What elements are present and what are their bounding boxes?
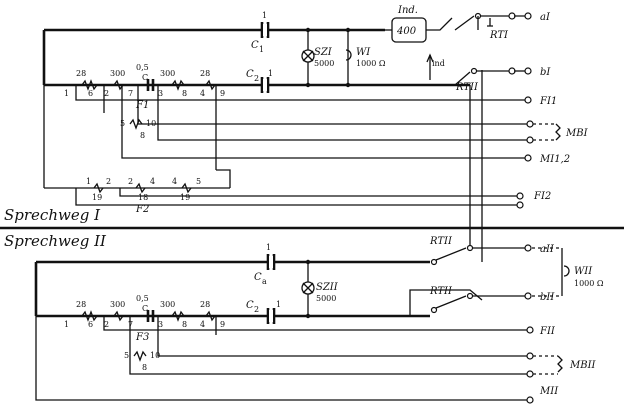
- terminal-label-m2: MII: [539, 386, 559, 397]
- terminal-label-m12: MI1,2: [539, 154, 570, 165]
- m2-t2: 10: [150, 351, 160, 360]
- terminal-label-mb1: MBI: [565, 128, 589, 139]
- terminal-label-b2: bII: [540, 292, 555, 303]
- circuit-sprechweg-2: [34, 244, 570, 404]
- f1-n1: 28: [76, 69, 86, 78]
- f2-n3: 19: [180, 193, 190, 202]
- section-label-bottom: Sprechweg II: [4, 232, 107, 250]
- terminal-label-b1: bI: [540, 67, 551, 78]
- f3-t2: 6: [88, 320, 93, 329]
- f3-n2: 300: [110, 300, 125, 309]
- terminal-label-mb2: MBII: [569, 360, 597, 371]
- f3-name-label: F3: [135, 332, 149, 343]
- m-t3: 8: [140, 131, 145, 140]
- sz2-value-label: 5000: [316, 294, 336, 303]
- f1-n2: 300: [110, 69, 125, 78]
- ca-sub-label: a: [262, 277, 267, 286]
- f2-t5: 4: [172, 177, 177, 186]
- f2-n2: 18: [138, 193, 148, 202]
- f3-t7: 8: [182, 320, 187, 329]
- f1-t9: 9: [220, 89, 225, 98]
- m2-t1: 5: [124, 351, 129, 360]
- f1-t7: 8: [182, 89, 187, 98]
- ind-value-label: 400: [396, 26, 417, 37]
- c2-sub-label: 2: [254, 74, 259, 83]
- ca-name-label: C: [254, 272, 262, 283]
- terminal-label-f2: FII: [539, 326, 556, 337]
- f1-t5: C: [142, 73, 148, 82]
- f2-name-label: F2: [135, 204, 149, 215]
- sz2-name-label: SZII: [316, 282, 339, 293]
- c2-value-label: 1: [268, 69, 273, 78]
- f2-t4: 4: [150, 177, 155, 186]
- c1-name-label: C: [251, 40, 259, 51]
- f2-t2: 2: [106, 177, 111, 186]
- c2b-name-label: C: [246, 300, 254, 311]
- ind-label: Ind.: [397, 5, 418, 16]
- terminal-label-f12: FI2: [533, 191, 551, 202]
- f3-n3: 0,5: [136, 294, 149, 303]
- f3-t9: 9: [220, 320, 225, 329]
- section-label-top: Sprechweg I: [4, 206, 101, 224]
- f1-t3: 2: [104, 89, 109, 98]
- ind-contact-label: ind: [432, 59, 445, 68]
- w-name-label: WI: [356, 47, 371, 58]
- f3-n5: 28: [200, 300, 210, 309]
- rt2-label: RTII: [455, 82, 479, 93]
- f3-n4: 300: [160, 300, 175, 309]
- f1-t2: 6: [88, 89, 93, 98]
- terminal-label-f11: FI1: [539, 96, 557, 107]
- rt2b-label: RTII: [429, 286, 453, 297]
- terminal-label-a2: aII: [540, 244, 555, 255]
- c1-sub-label: 1: [259, 45, 264, 54]
- m-t1: 5: [120, 119, 125, 128]
- f1-n3: 0,5: [136, 63, 149, 72]
- f2-n1: 19: [92, 193, 102, 202]
- rt2a-label: RTII: [429, 236, 453, 247]
- f3-t5: C: [142, 304, 148, 313]
- ca-value-label: 1: [266, 243, 271, 252]
- f1-t4: 7: [128, 89, 133, 98]
- circuit-sprechweg-1: [42, 12, 561, 248]
- c2b-sub-label: 2: [254, 305, 259, 314]
- f2-t6: 5: [196, 177, 201, 186]
- sz-name-label: SZI: [314, 47, 333, 58]
- c2b-value-label: 1: [276, 300, 281, 309]
- sz-value-label: 5000: [314, 59, 334, 68]
- c1-value-label: 1: [262, 11, 267, 20]
- w-value-label: 1000 Ω: [356, 59, 386, 68]
- f1-t1: 1: [64, 89, 69, 98]
- m-t2: 10: [146, 119, 156, 128]
- f3-t8: 4: [200, 320, 205, 329]
- f1-name-label: F1: [135, 100, 149, 111]
- f3-t3: 2: [104, 320, 109, 329]
- f1-n5: 28: [200, 69, 210, 78]
- f1-t6: 3: [158, 89, 163, 98]
- f3-t4: 7: [128, 320, 133, 329]
- f1-t8: 4: [200, 89, 205, 98]
- f3-n1: 28: [76, 300, 86, 309]
- f1-n4: 300: [160, 69, 175, 78]
- rt1-label: RTI: [489, 30, 509, 41]
- f3-t6: 3: [158, 320, 163, 329]
- f2-t1: 1: [86, 177, 91, 186]
- m2-t3: 8: [142, 363, 147, 372]
- f2-t3: 2: [128, 177, 133, 186]
- w2-value-label: 1000 Ω: [574, 279, 604, 288]
- c2-name-label: C: [246, 69, 254, 80]
- f3-t1: 1: [64, 320, 69, 329]
- w2-name-label: WII: [574, 266, 593, 277]
- terminal-label-a1: aI: [540, 12, 551, 23]
